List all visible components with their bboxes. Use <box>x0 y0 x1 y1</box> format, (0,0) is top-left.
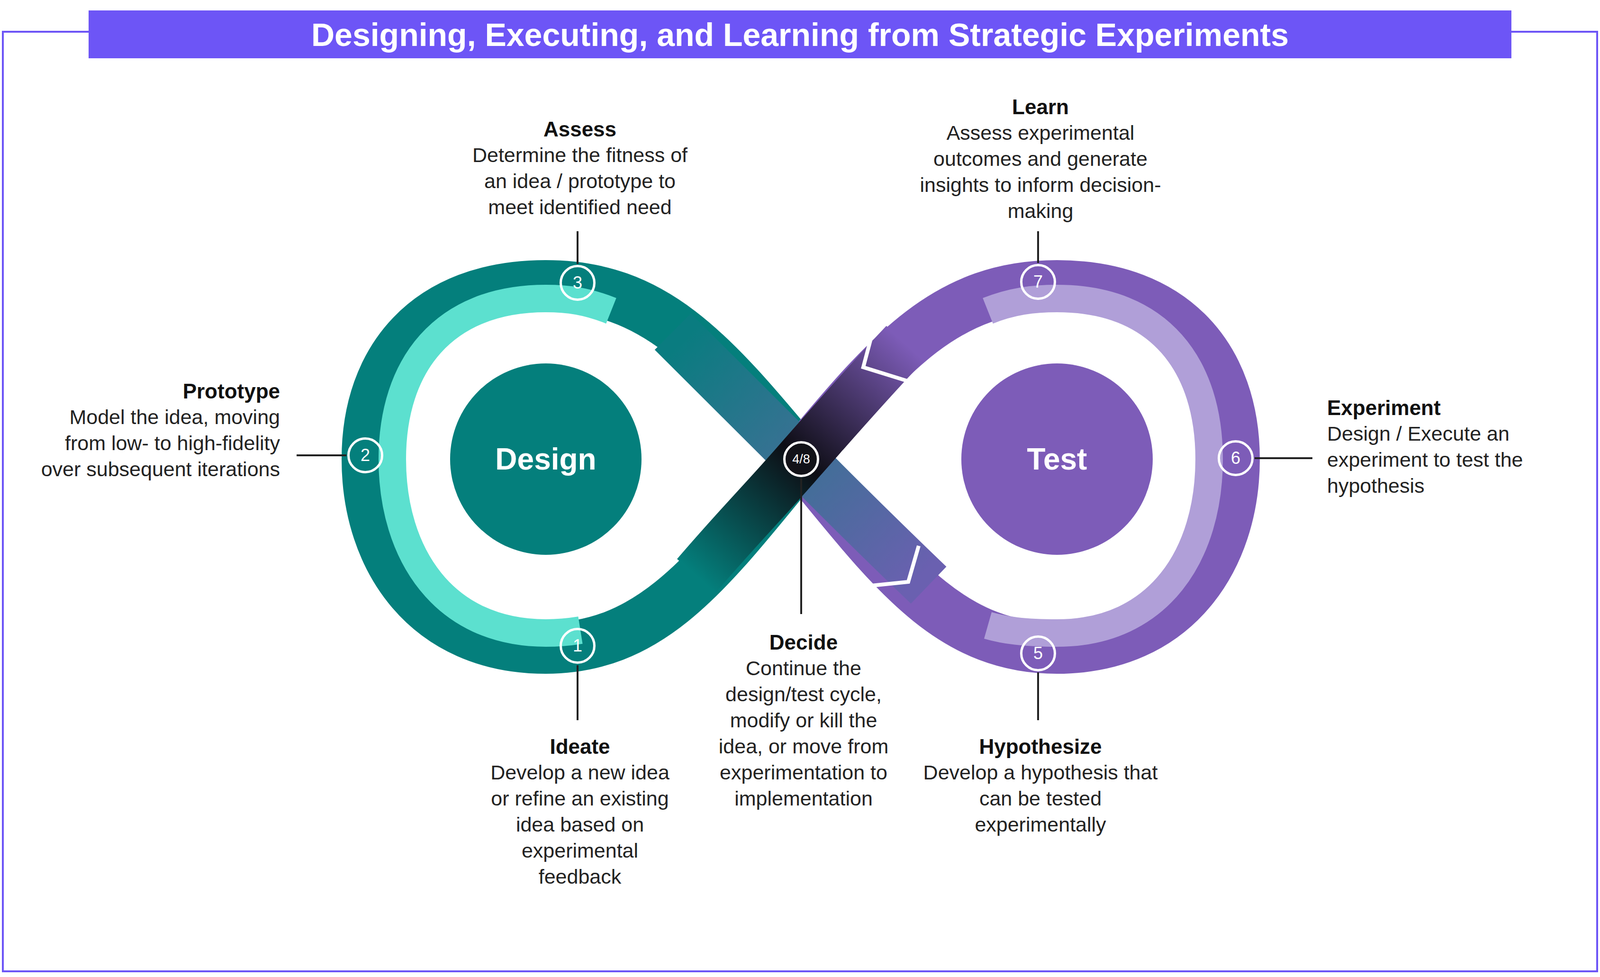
step-circle: 3AssessDetermine the fitness of an idea … <box>559 264 596 301</box>
callout-number: 6 <box>1230 448 1241 469</box>
step-heading: Learn <box>917 93 1164 120</box>
segment-notch <box>862 545 919 587</box>
step-heading: Assess <box>461 116 699 143</box>
step-heading: Ideate <box>485 733 675 760</box>
step-heading: Prototype <box>33 378 281 405</box>
test-loop <box>800 285 1235 649</box>
step-circle: 2PrototypeModel the idea, moving from lo… <box>347 437 384 474</box>
step-description: Develop a new idea or refine an existing… <box>485 759 675 890</box>
step-label: PrototypeModel the idea, moving from low… <box>33 378 281 483</box>
step-description: Develop a hypothesis that can be tested … <box>919 759 1162 838</box>
callout-number: 5 <box>1033 643 1043 664</box>
callout-number: 1 <box>572 635 583 656</box>
step-heading: Experiment <box>1327 394 1555 421</box>
prototype-band <box>392 298 612 633</box>
title: Designing, Executing, and Learning from … <box>311 16 1289 54</box>
step-description: Determine the fitness of an idea / proto… <box>461 142 699 221</box>
leader-line <box>1254 457 1313 460</box>
callout-number: 4/8 <box>792 451 811 467</box>
stage-name: Design <box>495 441 597 477</box>
step-description: Continue the design/test cycle, modify o… <box>708 655 899 812</box>
leader-line <box>1037 672 1040 721</box>
step-circle: 7LearnAssess experimental outcomes and g… <box>1020 263 1057 300</box>
step-circle: 1IdeateDevelop a new idea or refine an e… <box>559 627 596 664</box>
leader-line <box>1037 231 1040 263</box>
step-label: IdeateDevelop a new idea or refine an ex… <box>485 733 675 890</box>
step-label: ExperimentDesign / Execute an experiment… <box>1327 394 1555 499</box>
step-label: DecideContinue the design/test cycle, mo… <box>708 629 899 812</box>
stage-circle: Design <box>450 363 642 555</box>
callout-number: 2 <box>360 445 371 466</box>
step-description: Model the idea, moving from low- to high… <box>33 404 281 483</box>
step-circle: 4/8DecideContinue the design/test cycle,… <box>783 441 820 478</box>
leader-line <box>576 231 579 264</box>
step-label: LearnAssess experimental outcomes and ge… <box>917 93 1164 225</box>
stage-circle: Test <box>961 363 1153 555</box>
frame <box>2 31 1598 972</box>
stage-name: Test <box>1027 441 1088 477</box>
step-label: AssessDetermine the fitness of an idea /… <box>461 116 699 221</box>
step-circle: 6ExperimentDesign / Execute an experimen… <box>1217 440 1254 477</box>
step-description: Assess experimental outcomes and generat… <box>917 119 1164 225</box>
callout-number: 3 <box>572 272 583 293</box>
step-description: Design / Execute an experiment to test t… <box>1327 420 1555 499</box>
step-circle: 5HypothesizeDevelop a hypothesis that ca… <box>1020 635 1057 672</box>
title-bar: Designing, Executing, and Learning from … <box>88 10 1512 59</box>
leader-line <box>800 478 803 615</box>
step-heading: Decide <box>708 629 899 656</box>
segment-notch <box>863 331 914 383</box>
step-label: HypothesizeDevelop a hypothesis that can… <box>919 733 1162 838</box>
leader-line <box>576 665 579 721</box>
callout-number: 7 <box>1033 271 1043 292</box>
leader-line <box>296 454 347 457</box>
step-heading: Hypothesize <box>919 733 1162 760</box>
design-loop <box>367 285 801 649</box>
